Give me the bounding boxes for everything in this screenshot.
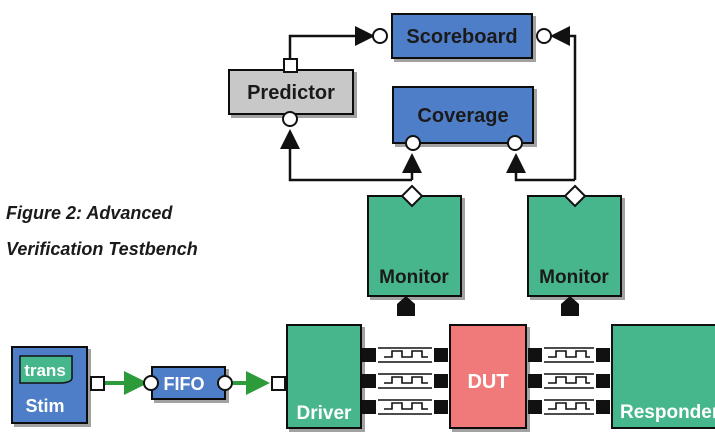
driver-label: Driver xyxy=(297,403,353,424)
monitor-left-label: Monitor xyxy=(379,267,449,288)
predictor-block: Predictor xyxy=(228,58,354,127)
monitor-left-probe xyxy=(397,296,415,316)
scoreboard-label: Scoreboard xyxy=(406,26,517,48)
coverage-block: Coverage xyxy=(392,86,534,151)
predictor-port-square xyxy=(283,58,298,73)
coverage-label: Coverage xyxy=(417,105,508,127)
dut-block: DUT xyxy=(449,324,527,429)
responder-block: Responder xyxy=(611,324,715,429)
trans-label: trans xyxy=(24,361,66,380)
stim-port-square xyxy=(90,376,105,391)
stim-block: trans Stim xyxy=(11,346,105,424)
driver-port-square xyxy=(271,376,286,391)
fifo-export-out xyxy=(217,375,233,391)
fifo-export-in xyxy=(143,375,159,391)
dut-responder-interface xyxy=(528,347,610,415)
monitor-right-label: Monitor xyxy=(539,267,609,288)
scoreboard-export-left xyxy=(372,28,388,44)
driver-dut-interface xyxy=(362,347,448,415)
coverage-export-right xyxy=(507,135,523,151)
dut-label: DUT xyxy=(467,371,508,393)
monitor-right-probe xyxy=(561,296,579,316)
predictor-export xyxy=(282,111,298,127)
monitor-right-analysis-port xyxy=(563,184,587,208)
predictor-label: Predictor xyxy=(247,82,335,104)
fifo-block: FIFO xyxy=(143,366,233,400)
analysis-connections xyxy=(280,26,577,182)
fifo-label: FIFO xyxy=(164,374,205,394)
stim-label: Stim xyxy=(25,396,64,416)
trans-item xyxy=(19,355,73,384)
responder-label: Responder xyxy=(620,402,715,423)
monitor-right-block: Monitor xyxy=(527,184,622,316)
scoreboard-export-right xyxy=(536,28,552,44)
coverage-export-left xyxy=(405,135,421,151)
driver-block: Driver xyxy=(271,324,362,429)
scoreboard-block: Scoreboard xyxy=(372,13,552,59)
figure-caption-line-1: Figure 2: Advanced xyxy=(6,203,173,223)
monitor-left-analysis-port xyxy=(400,184,424,208)
monitor-left-block: Monitor xyxy=(367,184,462,316)
figure-caption-line-2: Verification Testbench xyxy=(6,239,198,259)
